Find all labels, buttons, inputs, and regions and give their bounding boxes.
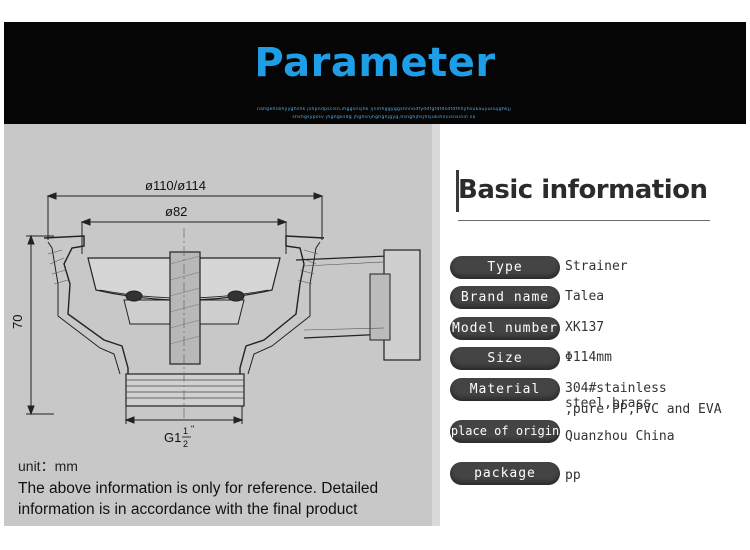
parameter-header: Parameter nahgehsbhyyghshk jshpndpsclsn,…	[4, 22, 746, 124]
model-number-value: XK137	[565, 320, 605, 335]
header-subtitle-line-1: nahgehsbhyyghshk jshpndpsclsn,ihggsnsjhk…	[256, 107, 512, 112]
brand-name-label-pill: Brand name	[450, 286, 560, 309]
material-label-pill: Material	[450, 378, 560, 401]
material-value-continued: ,pure PP,PVC and EVA	[565, 402, 722, 417]
section-accent-bar	[456, 170, 459, 212]
size-value: Φ114mm	[565, 350, 612, 365]
reference-disclaimer: The above information is only for refere…	[18, 480, 379, 518]
package-label-pill: package	[450, 462, 560, 485]
svg-text:1: 1	[183, 426, 188, 436]
thread-size-label: G1 1 2 "	[164, 424, 194, 449]
height-dimension-label: 70	[10, 315, 25, 329]
section-rule	[458, 220, 710, 221]
package-value: pp	[565, 468, 581, 483]
svg-text:2: 2	[183, 439, 188, 449]
header-subtitle-line-2: shshgsypssv jhghgksdg jhghsnjhghghjgyg,h…	[292, 115, 476, 120]
basic-information-title: Basic information	[458, 175, 708, 205]
material-value: 304#stainless steel,brass	[565, 381, 667, 411]
size-label-pill: Size	[450, 347, 560, 370]
technical-drawing-panel: ø110/ø114 ø82 70 G1 1 2 "	[4, 124, 432, 526]
unit-label: unit：mm	[18, 458, 78, 474]
svg-text:G1: G1	[164, 430, 181, 445]
type-label-pill: Type	[450, 256, 560, 279]
header-title: Parameter	[254, 40, 496, 86]
type-value: Strainer	[565, 259, 628, 274]
place-of-origin-label-pill: place of origin	[450, 420, 560, 443]
model-number-label-pill: Model number	[450, 317, 560, 340]
panel-divider	[432, 124, 440, 526]
place-of-origin-value: Quanzhou China	[565, 429, 675, 444]
strainer-cross-section-drawing: ø110/ø114 ø82 70 G1 1 2 "	[10, 178, 421, 449]
svg-text:": "	[191, 424, 194, 434]
brand-name-value: Talea	[565, 289, 605, 304]
outer-diameter-label: ø110/ø114	[145, 178, 206, 193]
inner-diameter-label: ø82	[165, 204, 187, 219]
